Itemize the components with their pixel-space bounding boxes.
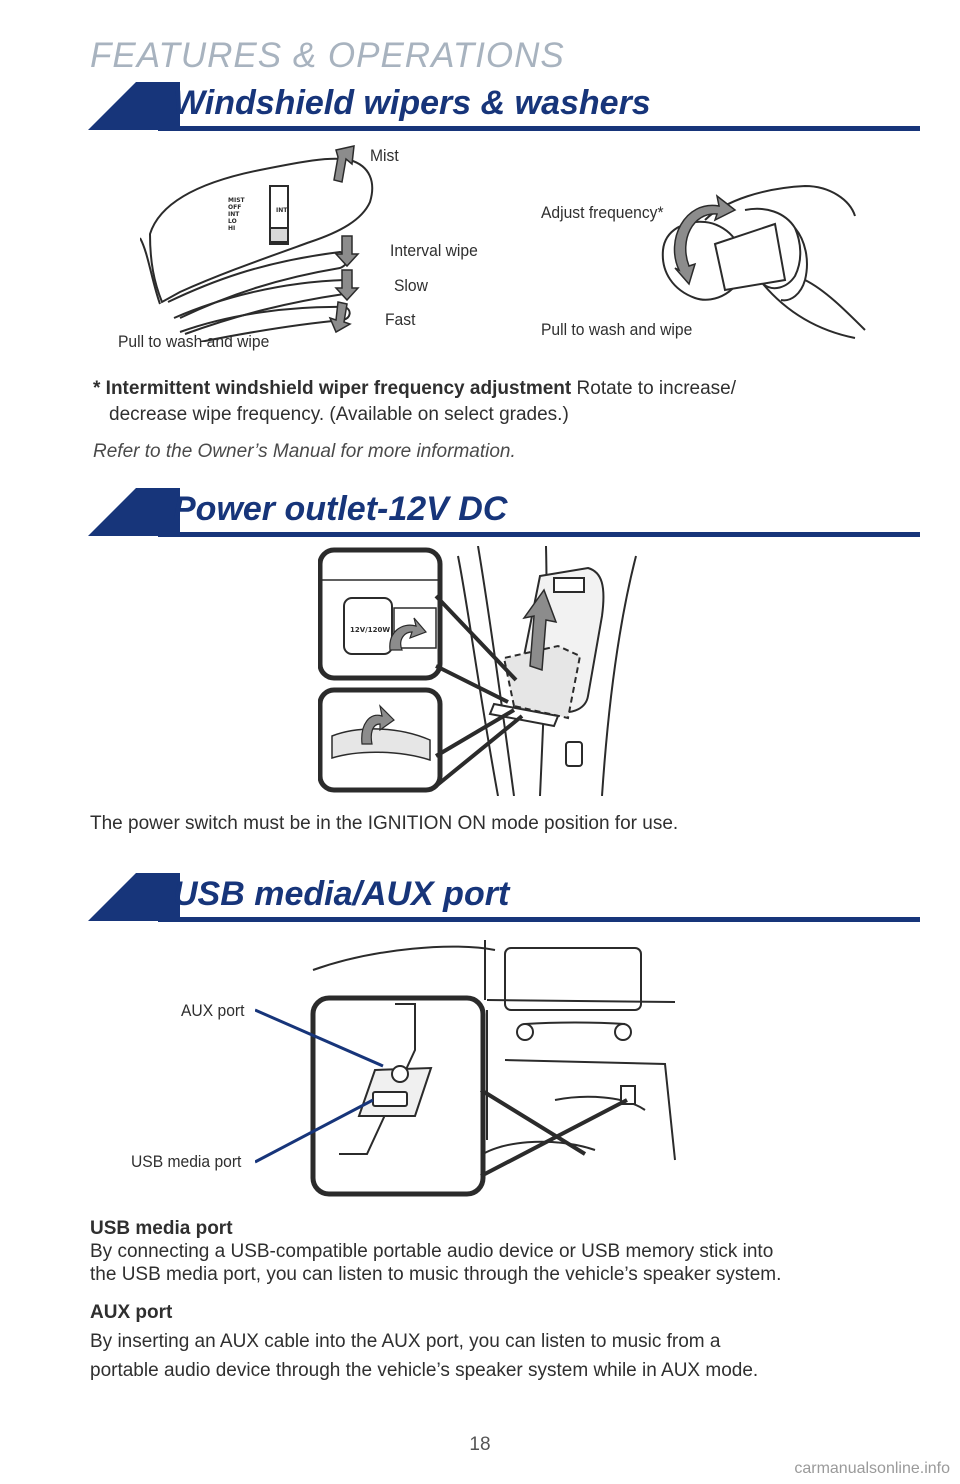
wiper-note: * Intermittent windshield wiper frequenc…: [93, 376, 893, 428]
wiper-stalk-illustration: MIST OFF INT LO HI INT: [140, 145, 374, 342]
label-pull-wash-right: Pull to wash and wipe: [541, 320, 693, 339]
wiper-note-text2: decrease wipe frequency. (Available on s…: [109, 404, 569, 425]
stalk-mark-hi: HI: [228, 225, 235, 232]
wiper-refer-note: Refer to the Owner’s Manual for more inf…: [93, 441, 516, 462]
wiper-note-lead: * Intermittent windshield wiper frequenc…: [93, 378, 572, 399]
arrow-mist: [333, 145, 355, 183]
stalk-mark-off: OFF: [228, 204, 241, 211]
section-title-wipers: Windshield wipers & washers: [173, 84, 651, 122]
aux-callout-line: [255, 1008, 384, 1068]
stalk-mark-mist: MIST: [228, 197, 246, 204]
usb-aux-illustration: [255, 940, 676, 1197]
watermark: carmanualsonline.info: [794, 1460, 950, 1477]
outlet-label: 12V/120W: [350, 626, 390, 634]
section-header-power: Power outlet-12V DC: [88, 488, 920, 538]
aux-text-line1: By inserting an AUX cable into the AUX p…: [90, 1331, 721, 1352]
power-caption: The power switch must be in the IGNITION…: [90, 813, 679, 834]
usb-socket: [372, 1091, 408, 1107]
usb-text-line2: the USB media port, you can listen to mu…: [90, 1264, 782, 1285]
arrow-cover-open: [389, 617, 428, 651]
label-mist: Mist: [370, 146, 399, 165]
arrow-slow: [334, 269, 360, 302]
arrow-fast: [328, 301, 352, 334]
usb-callout-line: [255, 1098, 374, 1164]
label-usb-media-port: USB media port: [131, 1152, 242, 1171]
label-slow: Slow: [394, 276, 428, 295]
label-pull-wash-left: Pull to wash and wipe: [118, 332, 270, 351]
section-header-usb: USB media/AUX port: [88, 873, 920, 923]
aux-jack: [391, 1065, 409, 1083]
aux-description: AUX port By inserting an AUX cable into …: [90, 1298, 920, 1385]
section-header-wipers: Windshield wipers & washers: [88, 82, 920, 132]
section-band-graphic: [88, 873, 920, 922]
section-title-usb: USB media/AUX port: [173, 875, 510, 913]
arrow-interval: [334, 235, 360, 268]
section-title-power: Power outlet-12V DC: [173, 490, 508, 528]
hand-rotate-illustration: [661, 184, 866, 339]
aux-text-line2: portable audio device through the vehicl…: [90, 1360, 759, 1381]
page-number: 18: [469, 1434, 491, 1455]
label-interval-wipe: Interval wipe: [390, 241, 478, 260]
page-header: FEATURES & OPERATIONS: [90, 36, 565, 75]
label-aux-port: AUX port: [181, 1001, 245, 1020]
arrow-lid-open: [522, 588, 558, 672]
rotate-arrow-icon: [673, 194, 737, 286]
wiper-note-text1: Rotate to increase/: [571, 378, 737, 399]
power-outlet-illustration: 12V/120W: [318, 546, 637, 796]
stalk-mark-lo: LO: [228, 218, 237, 225]
stalk-mark-int: INT: [228, 211, 240, 218]
label-adjust-frequency: Adjust frequency*: [541, 203, 664, 222]
section-band-graphic: [88, 82, 920, 131]
stalk-mark-right-int: INT: [276, 207, 288, 214]
aux-heading: AUX port: [90, 1302, 173, 1323]
usb-text-line1: By connecting a USB-compatible portable …: [90, 1241, 774, 1262]
arrow-latch-lift: [361, 704, 395, 745]
section-band-graphic: [88, 488, 920, 537]
usb-description: USB media port By connecting a USB-compa…: [90, 1217, 920, 1286]
usb-heading: USB media port: [90, 1218, 233, 1239]
label-fast: Fast: [385, 310, 416, 329]
outlet-cover: [343, 597, 393, 655]
